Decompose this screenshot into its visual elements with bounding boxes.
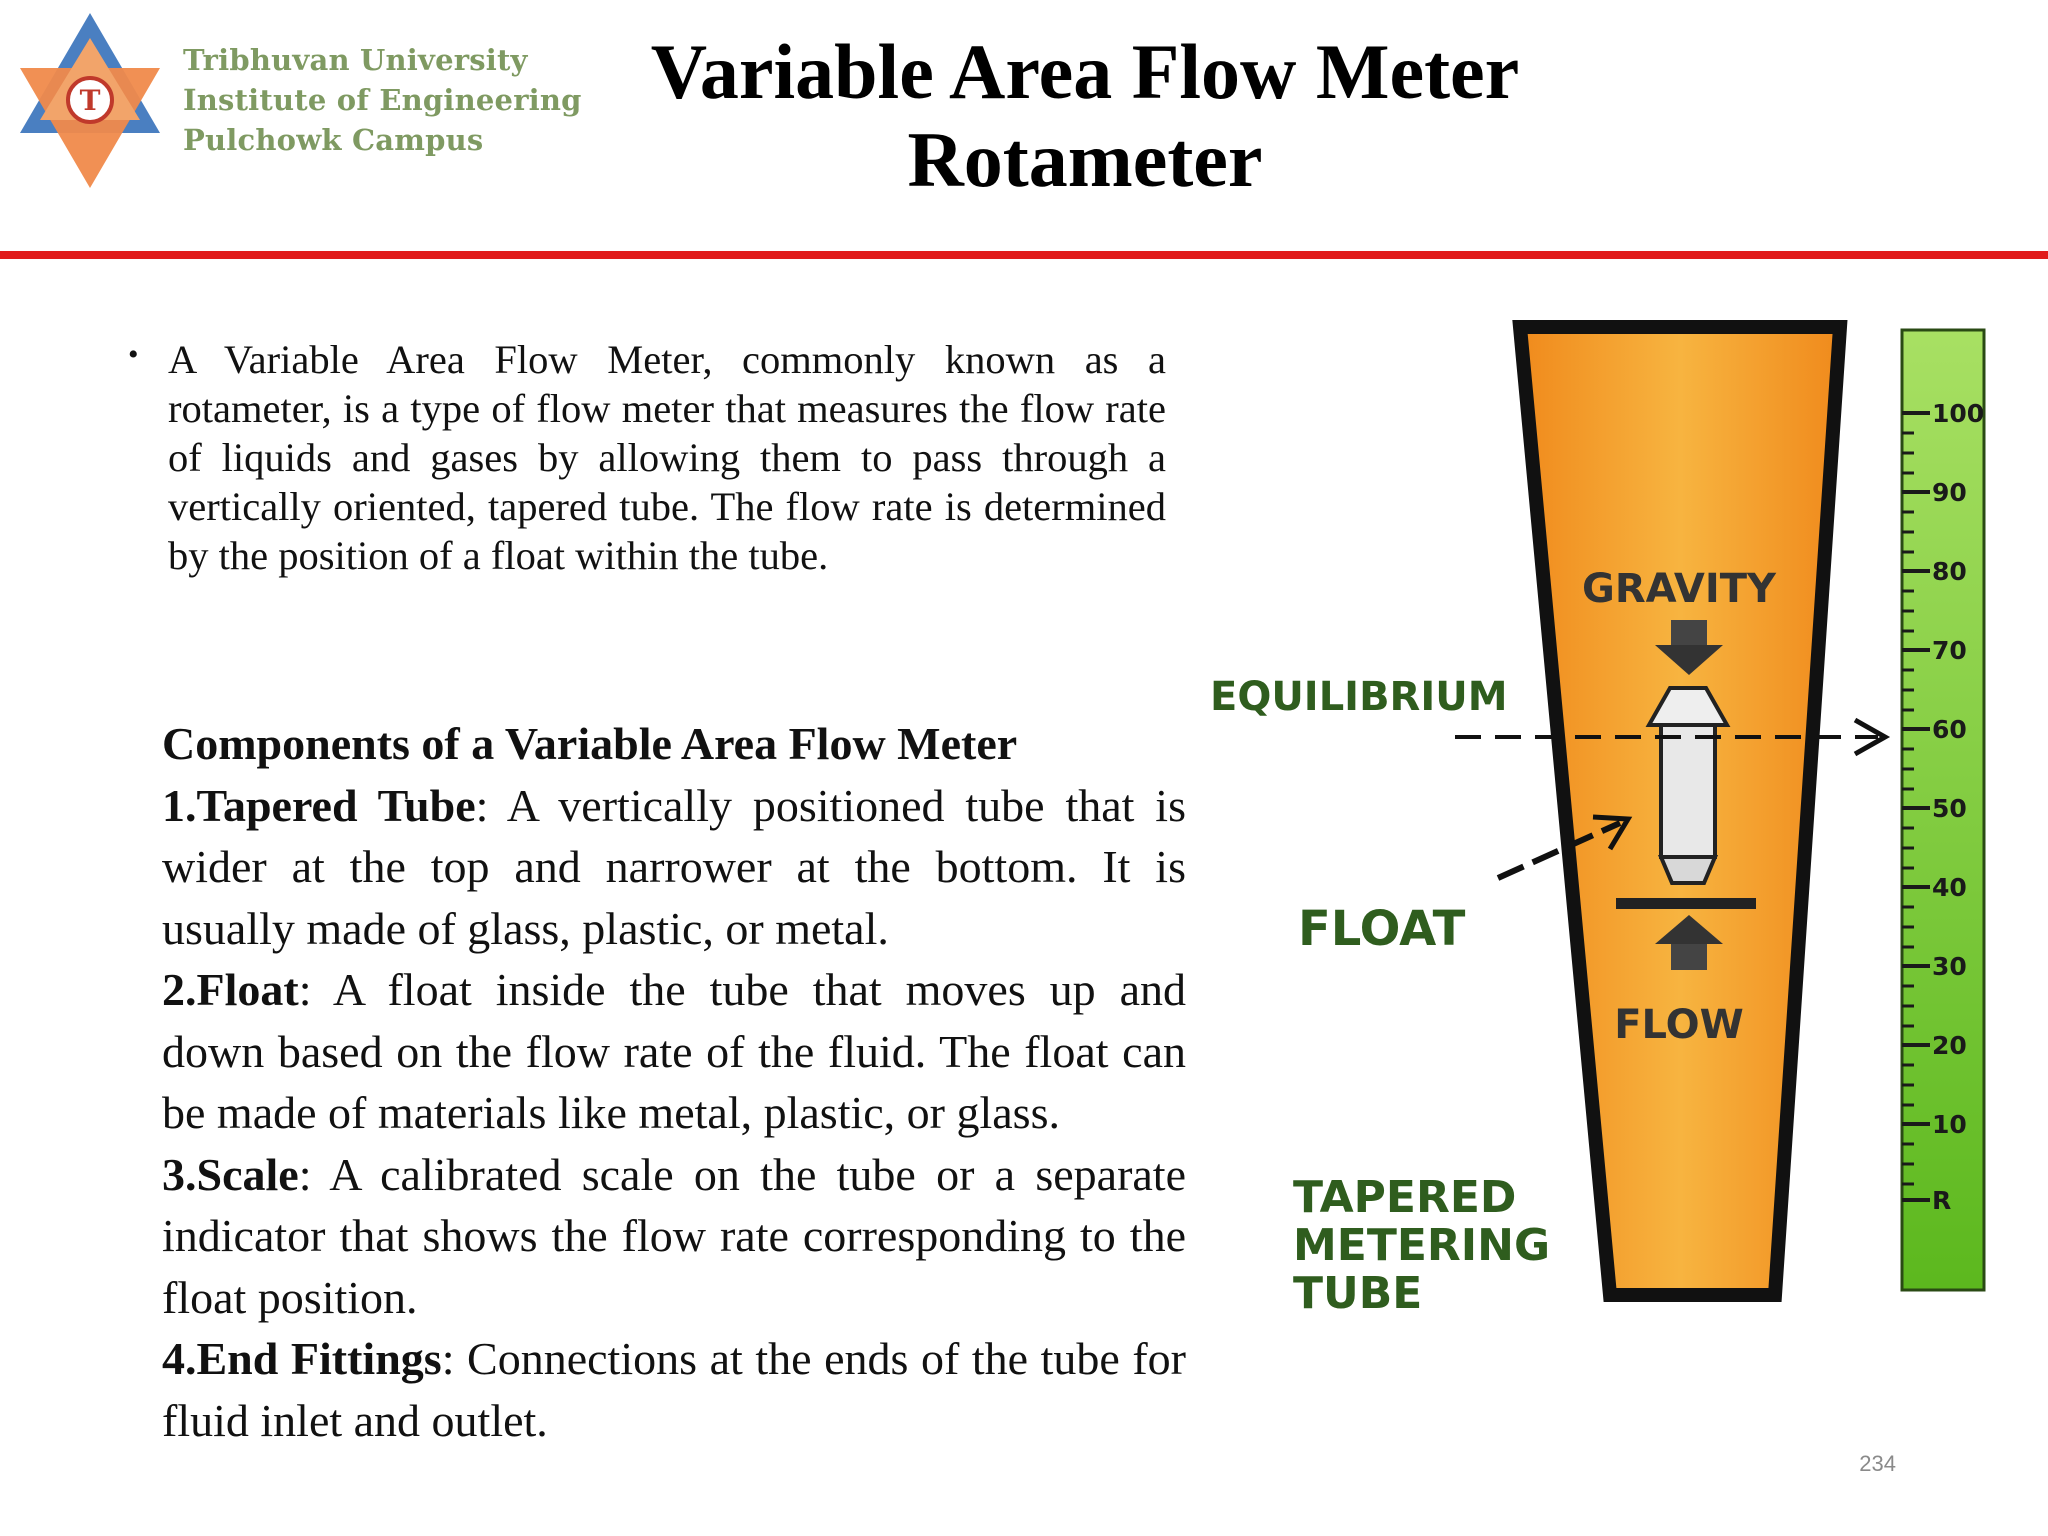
flow-label: FLOW <box>1614 1002 1744 1048</box>
header-divider <box>0 251 2048 259</box>
float-pointer-line <box>1496 820 1622 881</box>
scale-label: R <box>1932 1186 1951 1215</box>
scale-label: 10 <box>1932 1110 1967 1139</box>
component-number: 1. <box>162 779 197 831</box>
component-desc: : A vertically positioned tube that is w… <box>162 779 1186 954</box>
rotameter-diagram: 100 90 80 70 60 50 40 30 20 10 R GRAVITY… <box>1210 320 1986 1319</box>
scale-label: 70 <box>1932 636 1967 665</box>
intro-bullet: • A Variable Area Flow Meter, commonly k… <box>128 335 1166 580</box>
institution-line-2: Institute of Engineering <box>183 83 582 117</box>
float-pointer-arrowhead <box>1592 814 1633 851</box>
float-stop-bar <box>1616 898 1756 909</box>
tapered-label-line-2: METERING <box>1293 1220 1550 1271</box>
component-desc: : Connections at the ends of the tube fo… <box>162 1333 1186 1446</box>
tapered-label-line-3: TUBE <box>1293 1268 1422 1319</box>
page-number: 234 <box>1859 1451 1896 1476</box>
scale-ticks <box>1902 411 1930 1202</box>
bullet-dot: • <box>128 338 139 371</box>
components-heading: Components of a Variable Area Flow Meter <box>162 718 1018 769</box>
equilibrium-label: EQUILIBRIUM <box>1210 674 1508 720</box>
component-term: End Fittings <box>196 1333 442 1384</box>
institution-line-1: Tribhuvan University <box>183 43 528 77</box>
title-line-2: Rotameter <box>907 116 1263 203</box>
component-item: 3.Scale: A calibrated scale on the tube … <box>162 1144 1186 1329</box>
scale-label: 60 <box>1932 715 1967 744</box>
component-term: Tapered Tube <box>196 779 476 831</box>
scale-minor-ticks <box>1902 431 1914 1186</box>
scale-label: 80 <box>1932 557 1967 586</box>
scale-label: 90 <box>1932 478 1967 507</box>
component-item: 1.Tapered Tube: A vertically positioned … <box>162 775 1186 960</box>
float-shape <box>1645 686 1731 885</box>
component-number: 3. <box>162 1148 197 1200</box>
intro-text: A Variable Area Flow Meter, commonly kno… <box>168 337 1166 578</box>
components-section: Components of a Variable Area Flow Meter… <box>162 713 1186 1451</box>
logo-letter: T <box>80 84 101 117</box>
scale-label: 100 <box>1932 399 1984 428</box>
scale-label: 50 <box>1932 794 1967 823</box>
component-item: 2.Float: A float inside the tube that mo… <box>162 959 1186 1144</box>
component-number: 2. <box>162 964 197 1015</box>
institution-block: Tribhuvan University Institute of Engine… <box>183 40 582 160</box>
component-desc: : A float inside the tube that moves up … <box>162 964 1186 1138</box>
float-label: FLOAT <box>1298 901 1466 957</box>
institution-line-3: Pulchowk Campus <box>183 123 484 157</box>
component-desc: : A calibrated scale on the tube or a se… <box>162 1148 1186 1323</box>
university-logo: T <box>20 13 160 188</box>
component-term: Float <box>196 964 299 1015</box>
scale-label: 20 <box>1932 1031 1967 1060</box>
scale-label: 40 <box>1932 873 1967 902</box>
component-number: 4. <box>162 1333 197 1384</box>
gravity-arrow <box>1655 620 1723 675</box>
gravity-label: GRAVITY <box>1582 566 1777 612</box>
title-line-1: Variable Area Flow Meter <box>650 28 1520 115</box>
slide-title: Variable Area Flow Meter Rotameter <box>560 28 1610 204</box>
equilibrium-arrowhead <box>1853 717 1891 757</box>
flow-arrow <box>1655 915 1723 970</box>
component-term: Scale <box>196 1148 299 1200</box>
tapered-label-line-1: TAPERED <box>1293 1172 1516 1223</box>
scale-label: 30 <box>1932 952 1967 981</box>
component-item: 4.End Fittings: Connections at the ends … <box>162 1328 1186 1451</box>
